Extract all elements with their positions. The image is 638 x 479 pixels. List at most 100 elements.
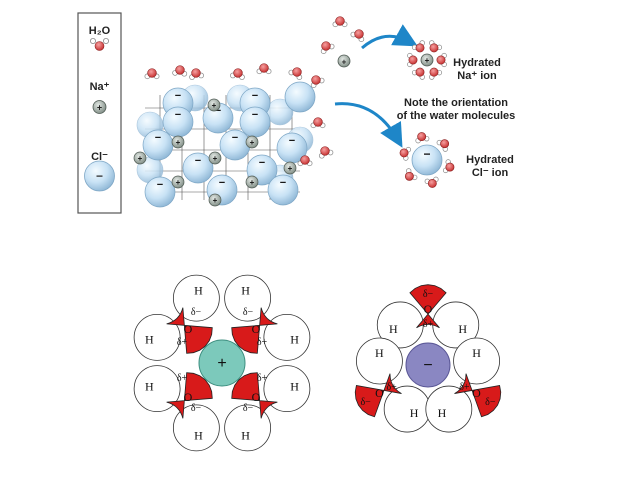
sodium-sign: +: [176, 178, 181, 187]
water-molecule: [436, 139, 450, 152]
hydrogen-lobe: [133, 365, 181, 413]
water-molecule: [310, 117, 326, 129]
oxygen-atom: [427, 178, 437, 188]
sodium-ion: [208, 151, 222, 165]
oxygen-lobe: [409, 284, 447, 329]
oxygen-atom: [191, 68, 201, 78]
oxygen-atom: [292, 67, 302, 77]
chloride-ion: [182, 152, 214, 184]
sodium-sign: +: [176, 138, 181, 147]
oxygen-symbol: O: [252, 322, 261, 336]
hydrogen-symbol: H: [241, 429, 250, 443]
note-line1: Note the orientation: [404, 97, 508, 109]
delta-plus-label: δ+: [177, 337, 188, 348]
chloride-ion: [267, 174, 299, 206]
legend-box: H₂O Na⁺ + Cl⁻ −: [77, 12, 122, 214]
chloride-sign: −: [289, 135, 295, 147]
free-sodium-ion: +: [337, 54, 351, 68]
hydrated-sodium-ion: [420, 53, 434, 67]
hydrogen-lobe: [224, 274, 272, 322]
oxygen-symbol: O: [184, 322, 193, 336]
oxygen-symbol: O: [184, 390, 193, 404]
legend-sodium-ion: +: [92, 100, 107, 114]
water-molecule: [424, 176, 439, 188]
hydrogen-lobe: [453, 337, 500, 385]
chloride-sign: −: [219, 177, 225, 189]
legend-sodium-sign: +: [97, 103, 102, 113]
oxygen-atom: [335, 16, 345, 26]
hydrogen-lobe: [263, 365, 311, 413]
hydrated-na-label-line1: Hydrated: [453, 57, 501, 69]
oxygen-atom: [313, 117, 323, 127]
water-molecule: [436, 52, 447, 68]
legend-water-molecule: [90, 38, 110, 51]
oxygen-atom: [429, 43, 439, 53]
oxygen-atom: [354, 29, 364, 39]
legend-chloride-label: Cl⁻: [91, 151, 108, 163]
sodium-sign: +: [213, 196, 218, 205]
delta-plus-label: δ+: [177, 373, 188, 384]
hydrogen-symbol: H: [194, 429, 203, 443]
delta-plus-label: δ+: [459, 382, 470, 393]
legend-water-label: H₂O: [89, 25, 111, 37]
hydrogen-lobe: [356, 337, 403, 385]
water-molecule: [288, 67, 303, 81]
delta-minus-label: δ−: [243, 307, 254, 318]
legend-chloride-sign: −: [96, 169, 103, 183]
chloride-sign: −: [175, 90, 181, 102]
hydrogen-symbol: H: [194, 283, 203, 297]
anion-center: [405, 342, 451, 388]
oxygen-atom: [311, 75, 321, 85]
hydrogen-symbol: H: [389, 322, 398, 336]
delta-plus-label: δ+: [257, 373, 268, 384]
chloride-ion: [144, 176, 176, 208]
hydrated-sodium-cluster: +: [407, 40, 447, 80]
water-molecule: [411, 40, 425, 53]
sodium-ion: [208, 193, 222, 207]
chloride-sign: −: [259, 157, 265, 169]
nacl-crystal-lattice: −−−−−−−−−−−−−+++++++++: [133, 84, 314, 208]
water-molecule: [442, 159, 455, 174]
chloride-sign: −: [195, 155, 201, 167]
oxygen-atom: [233, 68, 243, 78]
water-molecule: [189, 68, 204, 80]
water-molecule: [310, 75, 325, 89]
hydrogen-symbol: H: [410, 406, 419, 420]
oxygen-atom: [147, 68, 157, 78]
hydrogen-lobe: [263, 313, 311, 361]
water-molecule: [411, 67, 425, 80]
water-molecule: [256, 63, 272, 75]
cation-center-sign: +: [217, 355, 226, 372]
sodium-sign: +: [213, 154, 218, 163]
arrow-to-hydrated-cl: [334, 102, 403, 148]
oxygen-lobe: [354, 373, 402, 418]
water-molecule: [415, 132, 430, 144]
hydrogen-lobe: [425, 385, 473, 433]
sodium-ion: [133, 151, 147, 165]
oxygen-atom: [259, 63, 269, 73]
sodium-ion: [245, 175, 259, 189]
chloride-sign: −: [252, 109, 258, 121]
water-molecule: [429, 40, 443, 53]
oxygen-atom: [445, 162, 455, 172]
hydrogen-symbol: H: [472, 346, 481, 360]
water-molecule: [332, 16, 348, 28]
water-molecule: [350, 29, 365, 43]
oxygen-atom: [415, 43, 425, 53]
water-molecule: [320, 41, 335, 55]
oxygen-atom: [320, 146, 330, 156]
hydrogen-lobe: [172, 404, 220, 452]
sodium-sign: +: [288, 164, 293, 173]
sodium-ion: [171, 135, 185, 149]
water-molecule: [230, 68, 245, 80]
note-line2: of the water molecules: [397, 110, 516, 122]
legend-sodium-label: Na⁺: [90, 81, 110, 93]
sodium-sign: +: [250, 138, 255, 147]
delta-minus-label: δ−: [191, 307, 202, 318]
hydrogen-lobe: [224, 404, 272, 452]
water-molecule: [399, 146, 412, 161]
